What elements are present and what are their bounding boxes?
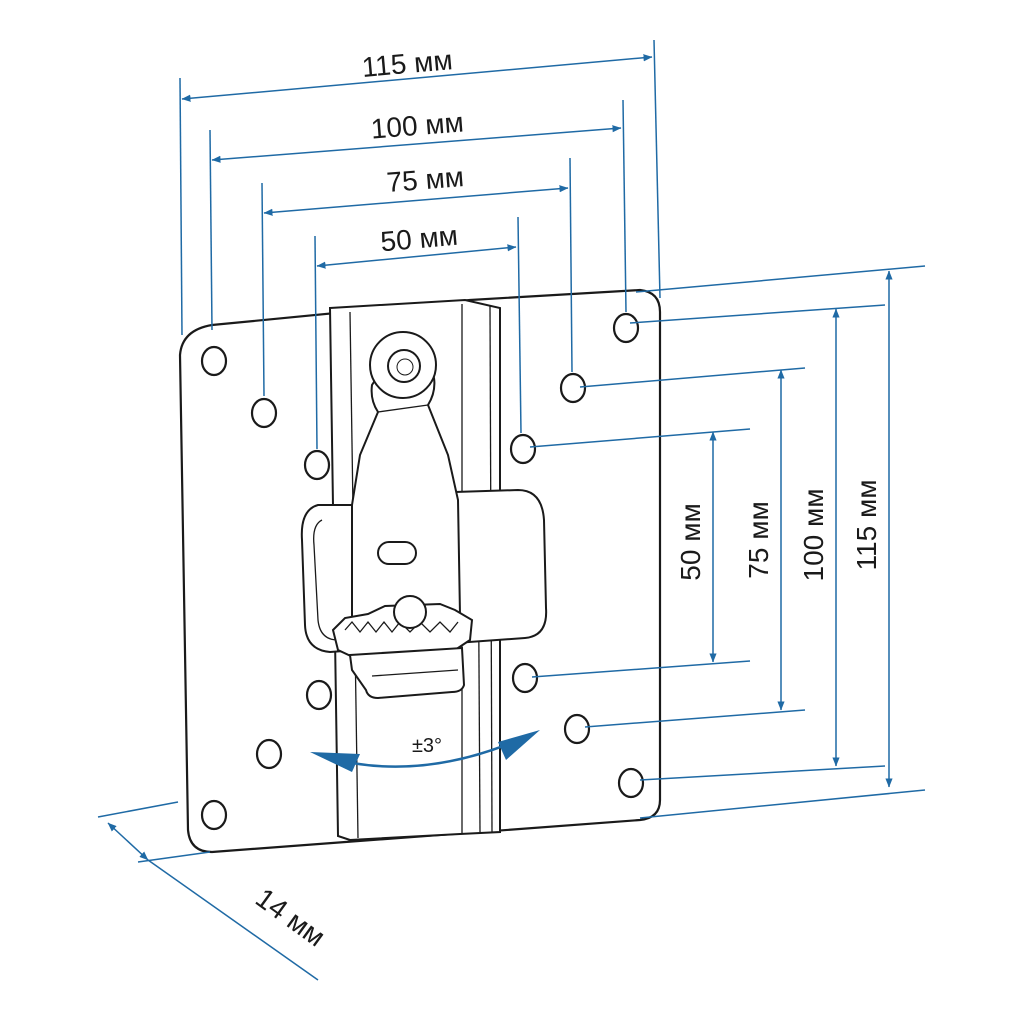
- ext-v-115-top: [635, 265, 926, 293]
- ext-100-left: [209, 129, 213, 331]
- ext-115-left: [179, 77, 183, 336]
- top-bolt-ring: [387, 349, 421, 383]
- top-bolt-center: [396, 358, 414, 376]
- label-tilt: ±3°: [412, 735, 442, 757]
- spring-tongue-crease: [377, 404, 429, 413]
- label-v-50: 50 мм: [675, 503, 706, 580]
- ext-v-75-top: [579, 367, 806, 388]
- hole-100-top-left: [250, 397, 278, 429]
- ext-115-right: [653, 39, 661, 299]
- ext-75-right: [569, 157, 573, 373]
- ratchet-pin: [393, 595, 427, 629]
- lower-clip-line: [371, 669, 459, 677]
- ext-50-right: [517, 216, 522, 434]
- hole-75-top-right: [509, 433, 537, 465]
- ext-50-left: [314, 235, 318, 450]
- label-depth: 14 мм: [250, 882, 331, 953]
- label-h-75: 75 мм: [385, 161, 465, 198]
- hole-115-top-right: [612, 312, 640, 344]
- hole-75-top-left: [303, 449, 331, 481]
- ext-v-100-top: [629, 304, 886, 324]
- hole-115-bottom-left: [200, 799, 228, 831]
- tilt-arrow-right-icon: [498, 730, 540, 760]
- hole-100-bottom-right: [563, 713, 591, 745]
- ext-v-50-bottom: [531, 660, 751, 678]
- tilt-arc: [310, 730, 540, 772]
- dim-line-h-50: [316, 244, 517, 269]
- ratchet-teeth: [344, 620, 459, 634]
- hole-75-bottom-right: [511, 662, 539, 694]
- ext-100-right: [622, 99, 627, 313]
- ext-v-100-bottom: [639, 765, 886, 781]
- hole-100-bottom-left: [255, 738, 283, 770]
- label-v-75: 75 мм: [743, 501, 774, 578]
- holes: [200, 312, 645, 831]
- ext-depth-back: [137, 851, 211, 863]
- ext-depth-front: [97, 801, 179, 818]
- latch-wing-inner: [313, 519, 339, 641]
- dimension-lines: [97, 39, 926, 981]
- label-v-115: 115 мм: [851, 480, 882, 571]
- label-h-115: 115 мм: [361, 44, 454, 83]
- tilt-arrow-left-icon: [310, 752, 360, 772]
- label-h-100: 100 мм: [370, 107, 465, 145]
- ext-v-75-bottom: [584, 709, 806, 728]
- ext-v-115-bottom: [639, 789, 926, 819]
- hole-115-bottom-right: [617, 767, 645, 799]
- hole-115-top-left: [200, 345, 228, 377]
- dim-line-h-75: [263, 185, 569, 216]
- label-v-100: 100 мм: [798, 489, 829, 582]
- dim-line-h-100: [211, 125, 622, 163]
- tilt-latch: [300, 331, 548, 700]
- dim-line-depth: [107, 822, 149, 861]
- depth-leader: [147, 859, 319, 981]
- ext-75-left: [261, 182, 265, 397]
- hole-75-bottom-left: [305, 679, 333, 711]
- label-h-50: 50 мм: [379, 220, 459, 258]
- hole-100-top-right: [559, 372, 587, 404]
- latch-slot: [377, 541, 417, 565]
- dim-line-h-115: [181, 54, 653, 102]
